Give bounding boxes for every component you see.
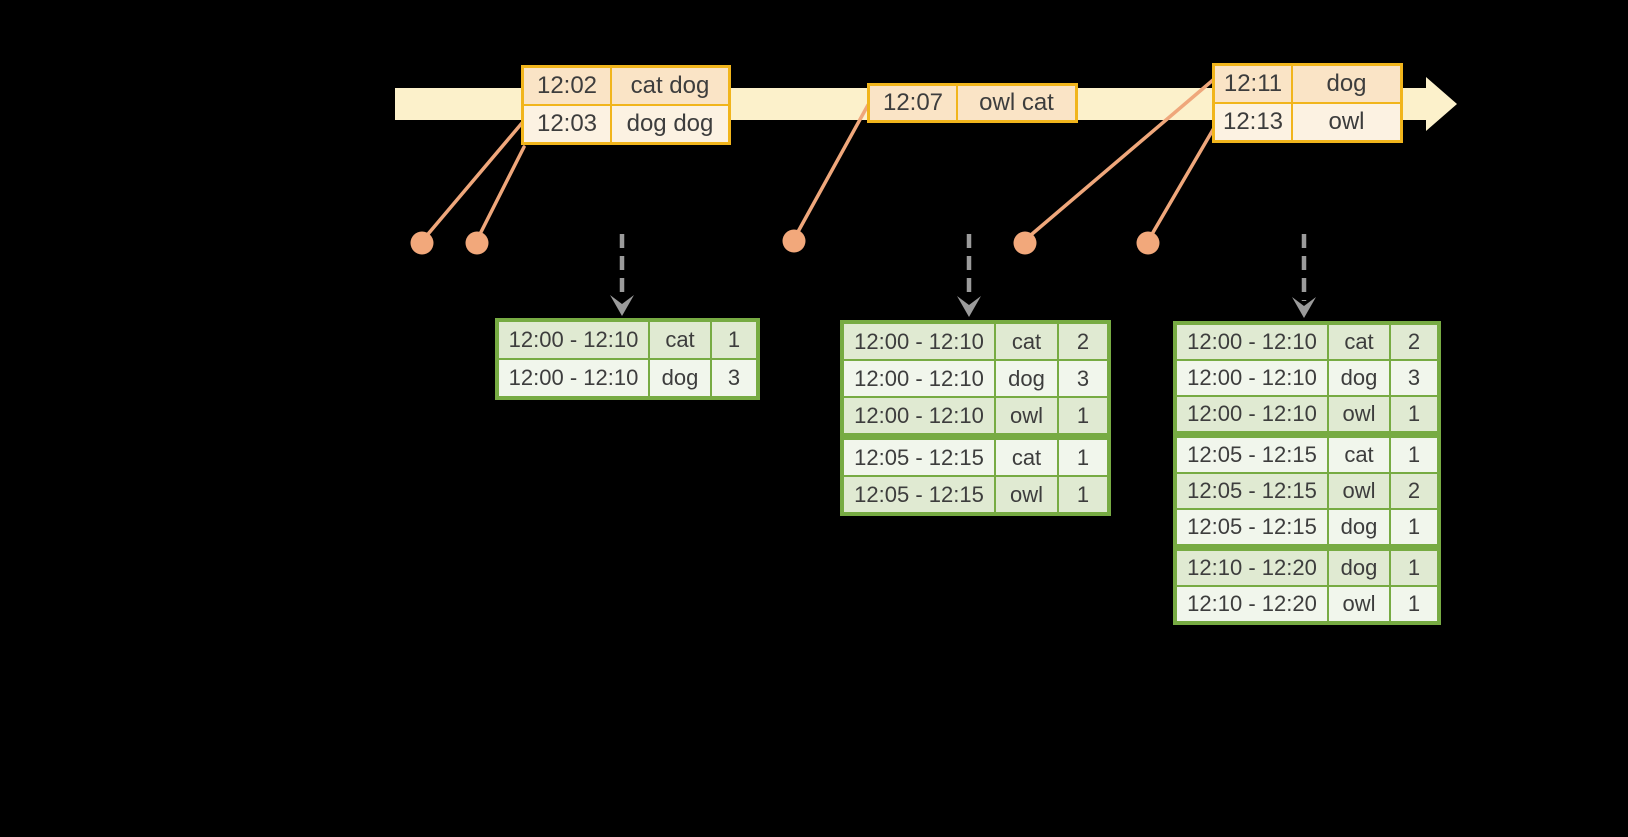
result-row: 12:00 - 12:10 dog 3: [1177, 359, 1437, 395]
event-time: 12:13: [1215, 104, 1291, 140]
result-row: 12:00 - 12:10 cat 2: [844, 324, 1107, 359]
result-row: 12:00 - 12:10 dog 3: [844, 359, 1107, 396]
result-count: 3: [1389, 361, 1437, 395]
result-table-2: 12:00 - 12:10 cat 2 12:00 - 12:10 dog 3 …: [840, 320, 1111, 516]
event-connector-line: [1023, 78, 1215, 242]
result-window: 12:00 - 12:10: [1177, 361, 1327, 395]
result-word: dog: [1327, 551, 1389, 585]
result-window: 12:05 - 12:15: [1177, 510, 1327, 544]
result-row: 12:00 - 12:10 owl 1: [844, 396, 1107, 433]
event-time: 12:03: [524, 106, 610, 142]
event-words: cat dog: [610, 68, 728, 104]
result-count: 1: [1389, 510, 1437, 544]
event-row: 12:11 dog: [1215, 66, 1400, 102]
event-dot: [1136, 231, 1160, 255]
event-row: 12:07 owl cat: [870, 86, 1075, 120]
result-word: dog: [648, 360, 710, 396]
event-words: dog: [1291, 66, 1400, 102]
trigger-arrow: [957, 234, 981, 317]
result-window: 12:00 - 12:10: [844, 361, 994, 396]
event-time: 12:07: [870, 86, 956, 120]
event-connector-line: [1146, 126, 1216, 243]
result-window: 12:10 - 12:20: [1177, 551, 1327, 585]
event-dot: [465, 231, 489, 255]
event-connector-line: [792, 103, 870, 241]
result-window: 12:05 - 12:15: [1177, 474, 1327, 508]
event-dot: [1013, 231, 1037, 255]
result-table-3: 12:00 - 12:10 cat 2 12:00 - 12:10 dog 3 …: [1173, 321, 1441, 625]
timeline-arrow-head: [1426, 77, 1457, 131]
result-count: 2: [1389, 325, 1437, 359]
result-row: 12:00 - 12:10 cat 2: [1177, 325, 1437, 359]
trigger-arrow: [1292, 234, 1316, 318]
result-word: cat: [648, 322, 710, 358]
event-connector-line: [421, 121, 524, 242]
result-window: 12:05 - 12:15: [1177, 438, 1327, 472]
result-row: 12:05 - 12:15 dog 1: [1177, 508, 1437, 544]
trigger-arrow: [610, 234, 634, 316]
result-row: 12:10 - 12:20 owl 1: [1177, 585, 1437, 621]
result-word: owl: [994, 477, 1057, 512]
result-window: 12:05 - 12:15: [844, 440, 994, 475]
result-word: dog: [1327, 361, 1389, 395]
result-count: 1: [1057, 398, 1107, 433]
result-count: 1: [1057, 477, 1107, 512]
result-count: 1: [1389, 397, 1437, 431]
result-window: 12:00 - 12:10: [499, 360, 648, 396]
event-time: 12:11: [1215, 66, 1291, 102]
result-count: 1: [1389, 551, 1437, 585]
event-time: 12:02: [524, 68, 610, 104]
result-row: 12:05 - 12:15 owl 1: [844, 475, 1107, 512]
result-window: 12:00 - 12:10: [844, 398, 994, 433]
event-table-batch-2: 12:07 owl cat: [867, 83, 1078, 123]
result-word: owl: [1327, 397, 1389, 431]
result-row: 12:05 - 12:15 owl 2: [1177, 472, 1437, 508]
result-word: owl: [1327, 474, 1389, 508]
event-dot: [782, 229, 806, 253]
result-window: 12:00 - 12:10: [1177, 325, 1327, 359]
event-table-batch-3: 12:11 dog 12:13 owl: [1212, 63, 1403, 143]
result-row: 12:00 - 12:10 owl 1: [1177, 395, 1437, 431]
result-window: 12:00 - 12:10: [1177, 397, 1327, 431]
result-word: cat: [994, 440, 1057, 475]
result-count: 1: [1057, 440, 1107, 475]
event-dot: [410, 231, 434, 255]
result-count: 3: [1057, 361, 1107, 396]
event-words: owl: [1291, 104, 1400, 140]
result-word: cat: [1327, 438, 1389, 472]
event-connector-line: [475, 145, 526, 242]
result-row: 12:00 - 12:10 cat 1: [499, 322, 756, 358]
result-row: 12:00 - 12:10 dog 3: [499, 358, 756, 396]
result-word: dog: [994, 361, 1057, 396]
result-word: cat: [1327, 325, 1389, 359]
result-count: 1: [1389, 438, 1437, 472]
result-count: 1: [710, 322, 756, 358]
result-word: owl: [994, 398, 1057, 433]
event-row: 12:03 dog dog: [524, 104, 728, 142]
event-row: 12:02 cat dog: [524, 68, 728, 104]
result-window: 12:10 - 12:20: [1177, 587, 1327, 621]
result-window: 12:05 - 12:15: [844, 477, 994, 512]
result-row: 12:05 - 12:15 cat 1: [844, 433, 1107, 475]
result-word: cat: [994, 324, 1057, 359]
result-window: 12:00 - 12:10: [499, 322, 648, 358]
event-row: 12:13 owl: [1215, 102, 1400, 140]
result-count: 2: [1389, 474, 1437, 508]
result-window: 12:00 - 12:10: [844, 324, 994, 359]
result-table-1: 12:00 - 12:10 cat 1 12:00 - 12:10 dog 3: [495, 318, 760, 400]
result-word: owl: [1327, 587, 1389, 621]
result-count: 1: [1389, 587, 1437, 621]
event-table-batch-1: 12:02 cat dog 12:03 dog dog: [521, 65, 731, 145]
result-count: 2: [1057, 324, 1107, 359]
event-words: owl cat: [956, 86, 1075, 120]
result-row: 12:10 - 12:20 dog 1: [1177, 544, 1437, 585]
event-words: dog dog: [610, 106, 728, 142]
result-count: 3: [710, 360, 756, 396]
result-word: dog: [1327, 510, 1389, 544]
result-row: 12:05 - 12:15 cat 1: [1177, 431, 1437, 472]
